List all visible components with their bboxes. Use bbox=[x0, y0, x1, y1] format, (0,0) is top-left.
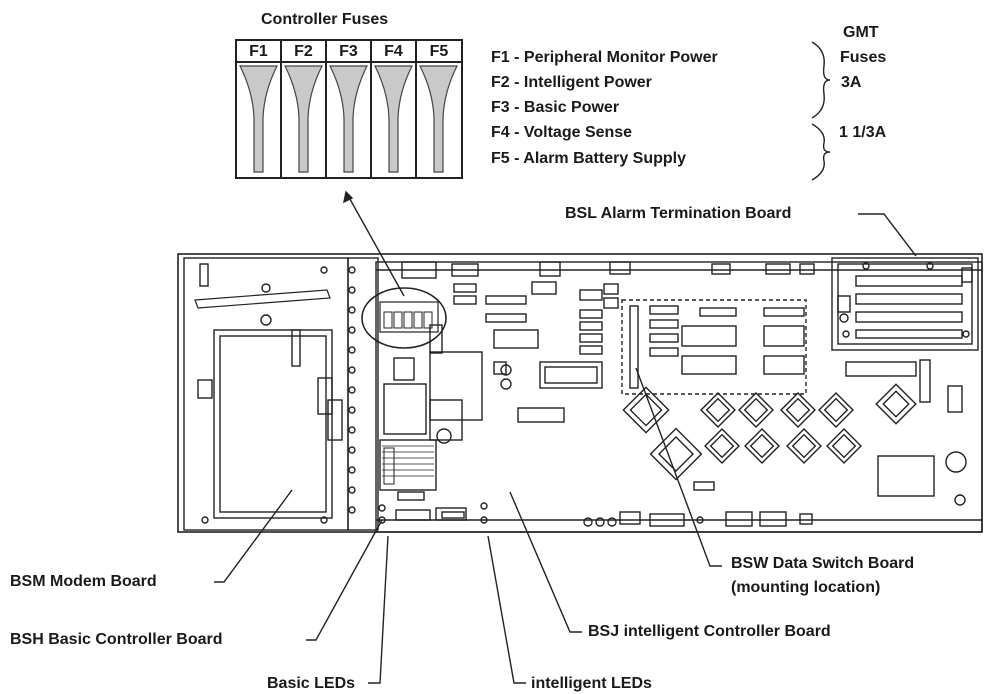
fuse-label-f2: F2 bbox=[281, 44, 326, 60]
fuse-label-f3: F3 bbox=[326, 44, 371, 60]
fuse-legend-f5: F5 - Alarm Battery Supply bbox=[491, 151, 686, 167]
gmt-label: GMT bbox=[843, 25, 879, 41]
leader-bsj bbox=[510, 492, 582, 632]
fuse-panel-title: Controller Fuses bbox=[261, 12, 388, 28]
fuse-legend-f2: F2 - Intelligent Power bbox=[491, 75, 652, 91]
fuse-panel bbox=[236, 40, 462, 178]
bsw-mounting-label: (mounting location) bbox=[731, 580, 880, 596]
fuse-label-f1: F1 bbox=[236, 44, 281, 60]
leader-bsh bbox=[306, 520, 382, 640]
fuse-legend-f4: F4 - Voltage Sense bbox=[491, 125, 632, 141]
gmt-rating-1-1-3a: 1 1/3A bbox=[839, 125, 886, 141]
bsm-board-label: BSM Modem Board bbox=[10, 574, 157, 590]
fuse-f3-shape bbox=[330, 66, 367, 172]
fuse-f4-shape bbox=[375, 66, 412, 172]
fuse-label-f5: F5 bbox=[416, 44, 462, 60]
leader-bsl bbox=[858, 214, 916, 256]
bsj-board-label: BSJ intelligent Controller Board bbox=[588, 624, 831, 640]
fuse-legend-f3: F3 - Basic Power bbox=[491, 100, 619, 116]
leader-bsm bbox=[214, 490, 292, 582]
intelligent-leds-label: intelligent LEDs bbox=[531, 676, 652, 692]
gmt-rating-3a: 3A bbox=[841, 75, 861, 91]
leader-intelligent-leds bbox=[488, 536, 526, 683]
leader-basic-leds bbox=[368, 536, 388, 683]
fuse-f2-shape bbox=[285, 66, 322, 172]
basic-leds-label: Basic LEDs bbox=[267, 676, 355, 692]
bsl-board-label: BSL Alarm Termination Board bbox=[565, 206, 791, 222]
fuse-label-f4: F4 bbox=[371, 44, 416, 60]
gmt-bracket-lower bbox=[812, 124, 830, 180]
gmt-bracket-upper bbox=[812, 42, 830, 118]
fuse-legend-f1: F1 - Peripheral Monitor Power bbox=[491, 50, 718, 66]
bsw-board-label: BSW Data Switch Board bbox=[731, 556, 914, 572]
fuse-f5-shape bbox=[420, 66, 457, 172]
gmt-fuses-label: Fuses bbox=[840, 50, 886, 66]
fuse-arrow bbox=[344, 192, 404, 296]
fuse-f1-shape bbox=[240, 66, 277, 172]
bsh-board-label: BSH Basic Controller Board bbox=[10, 632, 222, 648]
